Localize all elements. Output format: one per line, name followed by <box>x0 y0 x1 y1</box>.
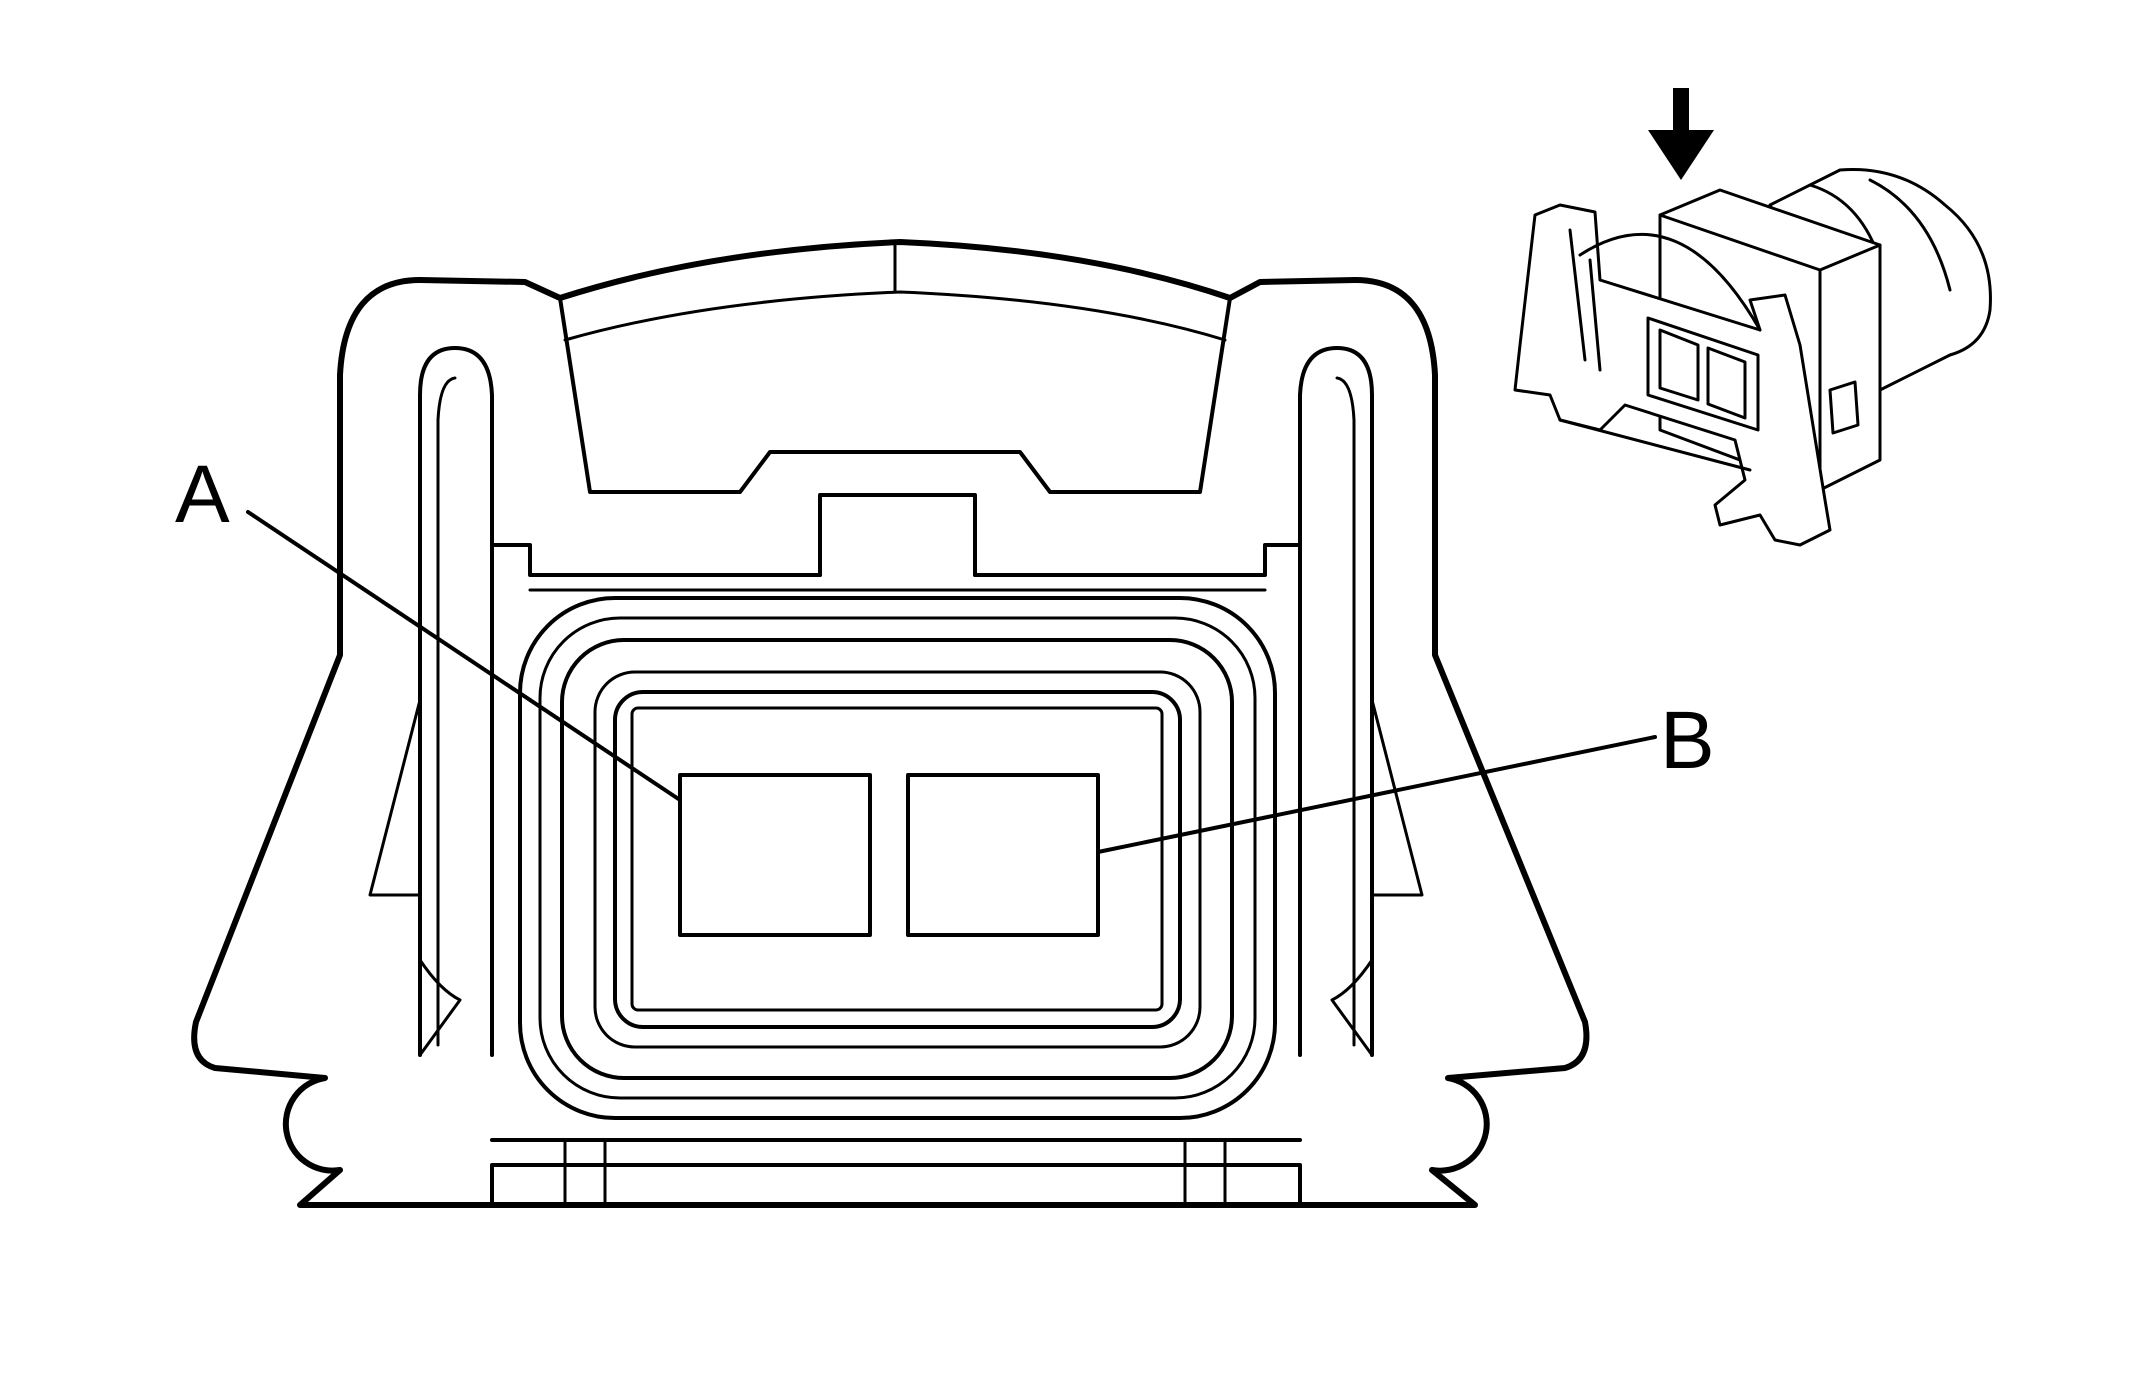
left-latch-wedge <box>368 698 422 897</box>
right-slot <box>1298 346 1374 1057</box>
iso-cavity-a <box>1658 328 1700 402</box>
callout-b: B <box>1096 695 1715 854</box>
iso-front-latch-arc <box>1578 232 1762 332</box>
iso-cavity-surround <box>1646 316 1760 432</box>
callout-leader-b <box>1096 735 1657 854</box>
center-tab <box>818 493 977 577</box>
connector-outer-outline <box>191 239 1590 1208</box>
seal-ring-2 <box>538 616 1257 1100</box>
cavity-b <box>906 773 1100 937</box>
seal-ring-3 <box>560 638 1234 1080</box>
iso-cavity-b <box>1706 346 1747 420</box>
connector-iso-inset <box>1513 88 1992 547</box>
left-latch-notch <box>418 958 462 1057</box>
iso-front-inner-rail <box>1558 228 1752 472</box>
iso-side-lock <box>1828 380 1860 435</box>
arrow-down-icon <box>1648 88 1714 180</box>
connector-face-view <box>191 239 1590 1208</box>
terminal-face <box>613 690 1182 1029</box>
left-slot-inner <box>436 376 457 1047</box>
inner-housing-body <box>490 1138 1302 1207</box>
callout-leader-a <box>246 510 682 802</box>
top-latch-inner-arc <box>563 290 1227 342</box>
iso-main-block-edges <box>1658 213 1882 492</box>
right-slot-inner <box>1335 376 1356 1047</box>
callout-a: A <box>175 449 682 802</box>
terminal-face-inner <box>630 706 1164 1012</box>
seal-ring-outer <box>518 596 1277 1120</box>
right-latch-wedge <box>1370 698 1424 897</box>
seal-ring-4 <box>593 670 1202 1049</box>
inner-housing-frame <box>490 543 1302 577</box>
right-latch-notch <box>1330 958 1374 1057</box>
top-latch-window <box>558 296 1232 494</box>
callout-label-b: B <box>1660 695 1715 786</box>
left-slot <box>418 346 494 1057</box>
cavity-a <box>678 773 872 937</box>
callout-label-a: A <box>175 449 230 540</box>
